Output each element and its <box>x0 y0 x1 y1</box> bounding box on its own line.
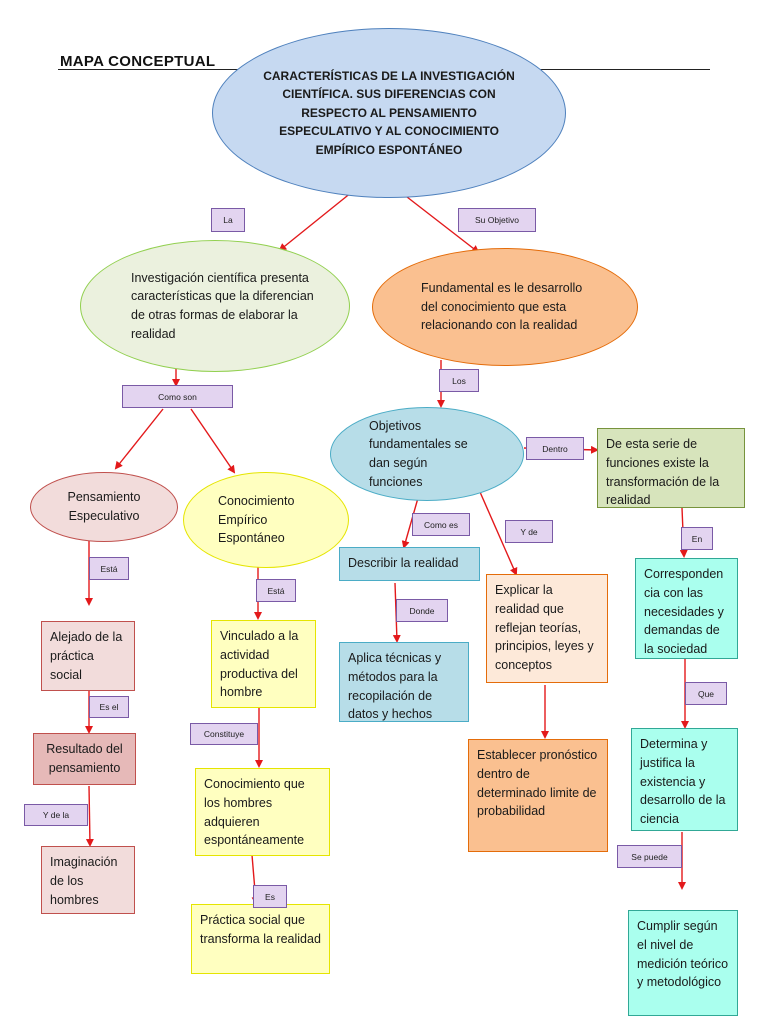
node-imaginacion: Imaginación de los hombres <box>41 846 135 914</box>
tag-como-son: Como son <box>122 385 233 408</box>
connector-arrow-8 <box>401 497 419 549</box>
node-conocimiento-hombres: Conocimiento que los hombres adquieren e… <box>195 768 330 856</box>
node-pensamiento: Pensamiento Especulativo <box>30 472 178 542</box>
tag-es: Es <box>253 885 287 908</box>
connector-arrow-2 <box>397 189 480 254</box>
node-aplica-text: Aplica técnicas y métodos para la recopi… <box>348 651 442 722</box>
node-objetivos-text: Objetivos fundamentales se dan según fun… <box>369 418 468 489</box>
tag-como-es: Como es <box>412 513 470 536</box>
tag-se-puede: Se puede <box>617 845 682 868</box>
tag-los: Los <box>439 369 479 392</box>
node-imaginacion-text: Imaginación de los hombres <box>50 855 118 907</box>
node-serie: De esta serie de funciones existe la tra… <box>597 428 745 508</box>
tag-constituye: Constituye <box>190 723 258 745</box>
tag-es-el: Es el <box>89 696 129 718</box>
node-practica-text: Práctica social que transforma la realid… <box>200 913 321 946</box>
node-describir-text: Describir la realidad <box>348 556 459 570</box>
tag-que: Que <box>685 682 727 705</box>
node-establecer-text: Establecer pronóstico dentro de determin… <box>477 748 598 819</box>
node-cumplir-text: Cumplir según el nivel de medición teóri… <box>637 919 729 990</box>
node-resultado: Resultado del pensamiento <box>33 733 136 785</box>
connector-arrow-1 <box>278 191 353 252</box>
node-cumplir: Cumplir según el nivel de medición teóri… <box>628 910 738 1016</box>
root-concept-text: CARACTERÍSTICAS DE LA INVESTIGACIÓN CIEN… <box>263 68 515 157</box>
node-corresponden: Corresponden cia con las necesidades y d… <box>635 558 738 659</box>
node-aplica: Aplica técnicas y métodos para la recopi… <box>339 642 469 722</box>
tag-esta-2: Está <box>256 579 296 602</box>
node-fundamental: Fundamental es le desarrollo del conocim… <box>372 248 638 366</box>
node-alejado: Alejado de la práctica social <box>41 621 135 691</box>
node-practica: Práctica social que transforma la realid… <box>191 904 330 974</box>
node-conocimiento: Conocimiento Empírico Espontáneo <box>183 472 349 568</box>
connector-arrow-4 <box>114 408 164 470</box>
node-vinculado-text: Vinculado a la actividad productiva del … <box>220 629 299 700</box>
node-investigacion: Investigación científica presenta caract… <box>80 240 350 372</box>
node-describir: Describir la realidad <box>339 547 480 581</box>
node-objetivos: Objetivos fundamentales se dan según fun… <box>330 407 524 501</box>
tag-la: La <box>211 208 245 232</box>
connector-arrow-9 <box>479 491 518 576</box>
connector-arrow-18 <box>85 785 94 847</box>
tag-esta-1: Está <box>89 557 129 580</box>
node-vinculado: Vinculado a la actividad productiva del … <box>211 620 316 708</box>
node-serie-text: De esta serie de funciones existe la tra… <box>606 437 720 508</box>
tag-en: En <box>681 527 713 550</box>
node-conocimiento-hombres-text: Conocimiento que los hombres adquieren e… <box>204 777 305 848</box>
node-establecer: Establecer pronóstico dentro de determin… <box>468 739 608 852</box>
root-concept: CARACTERÍSTICAS DE LA INVESTIGACIÓN CIEN… <box>212 28 566 198</box>
node-investigacion-text: Investigación científica presenta caract… <box>131 270 314 341</box>
node-explicar-text: Explicar la realidad que reflejan teoría… <box>495 583 594 672</box>
tag-y-de: Y de <box>505 520 553 543</box>
tag-donde: Donde <box>396 599 448 622</box>
node-explicar: Explicar la realidad que reflejan teoría… <box>486 574 608 683</box>
tag-dentro: Dentro <box>526 437 584 460</box>
node-determina: Determina y justifica la existencia y de… <box>631 728 738 831</box>
page-title: MAPA CONCEPTUAL <box>60 53 216 70</box>
tag-su-objetivo: Su Objetivo <box>458 208 536 232</box>
connector-arrow-5 <box>190 408 236 474</box>
node-corresponden-text: Corresponden cia con las necesidades y d… <box>644 567 724 656</box>
node-resultado-text: Resultado del pensamiento <box>46 742 123 775</box>
node-determina-text: Determina y justifica la existencia y de… <box>640 737 726 826</box>
node-conocimiento-text: Conocimiento Empírico Espontáneo <box>218 493 295 546</box>
node-pensamiento-text: Pensamiento Especulativo <box>67 490 141 523</box>
node-alejado-text: Alejado de la práctica social <box>50 630 123 682</box>
node-fundamental-text: Fundamental es le desarrollo del conocim… <box>421 280 583 333</box>
tag-y-de-la: Y de la <box>24 804 88 826</box>
